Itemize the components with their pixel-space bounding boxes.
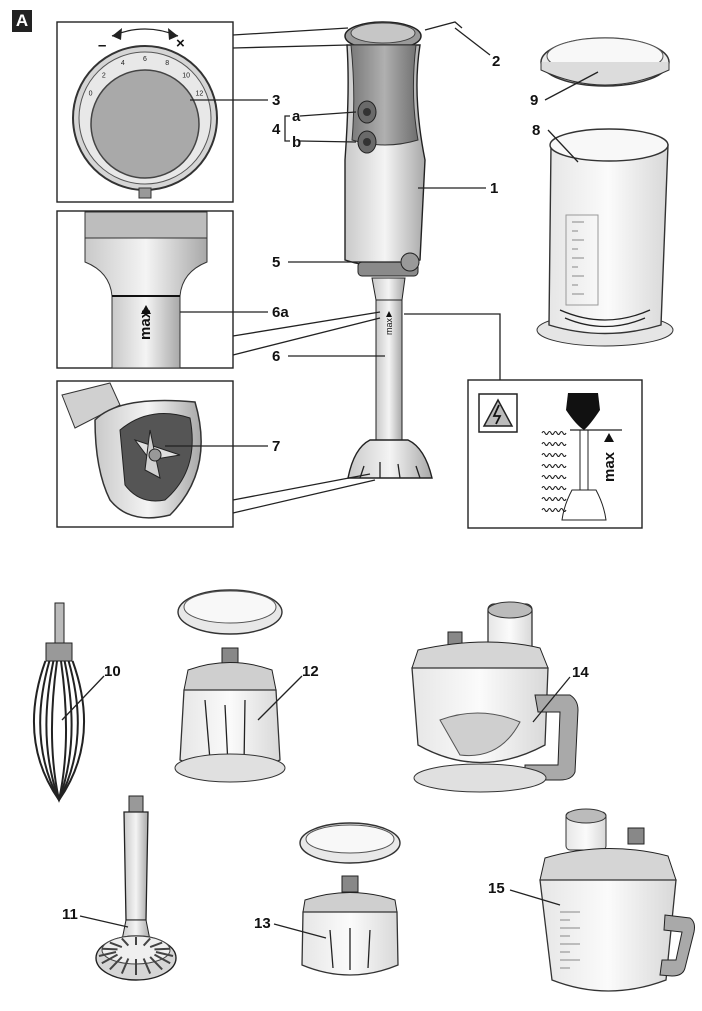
chopper-large (174, 589, 286, 783)
food-processor-large (539, 808, 695, 992)
max-label-warning: max (601, 451, 618, 482)
callout-5: 5 (272, 254, 280, 271)
food-processor (411, 601, 579, 793)
whisk (32, 602, 86, 803)
dial-minus: – (98, 37, 106, 54)
max-mark-detail: max (56, 210, 234, 369)
chopper-small (299, 822, 401, 976)
dial-scale-label: 6 (143, 56, 147, 63)
callout-4a: a (292, 108, 301, 125)
blade-detail (56, 380, 234, 528)
liquid-waves (541, 430, 567, 513)
dial-scale-label: 0 (89, 91, 93, 98)
immersion-warning-panel: max (467, 379, 643, 529)
callout-12: 12 (302, 663, 319, 680)
max-label-shaft: max (384, 317, 394, 335)
beaker-lid (540, 37, 670, 87)
callout-4: 4 (272, 121, 281, 138)
callout-13: 13 (254, 915, 271, 932)
callout-labels: 2 3 4 a b 1 5 6a 6 7 9 8 10 12 14 11 13 … (62, 53, 589, 932)
callout-8: 8 (532, 122, 540, 139)
electric-hazard-icon (482, 398, 514, 427)
section-badge: A (12, 10, 32, 32)
callout-6: 6 (272, 348, 280, 365)
beaker-scale (572, 221, 584, 295)
callout-11: 11 (62, 906, 78, 923)
dial-scale: 0 2 4 6 8 10 12 (89, 56, 204, 98)
dial-scale-label: 8 (165, 60, 169, 67)
beaker (536, 128, 674, 347)
callout-10: 10 (104, 663, 121, 680)
callout-3: 3 (272, 92, 280, 109)
dial-scale-label: 2 (102, 72, 106, 79)
potato-masher (95, 795, 177, 981)
callout-1: 1 (490, 180, 498, 197)
hand-blender: max (344, 21, 463, 479)
callout-6a: 6a (272, 304, 289, 321)
callout-7: 7 (272, 438, 280, 455)
callout-15: 15 (488, 880, 505, 897)
dial-detail: – × 0 2 4 6 8 10 12 (56, 21, 234, 203)
max-label-detail: max (137, 309, 154, 340)
leader-lines (61, 27, 599, 939)
callout-9: 9 (530, 92, 538, 109)
dial-scale-label: 10 (182, 72, 190, 79)
dial-scale-label: 12 (195, 91, 203, 98)
callout-2: 2 (492, 53, 500, 70)
dial-plus: × (176, 35, 185, 52)
dial-scale-label: 4 (121, 60, 125, 67)
callout-4b: b (292, 134, 301, 151)
callout-14: 14 (572, 664, 589, 681)
